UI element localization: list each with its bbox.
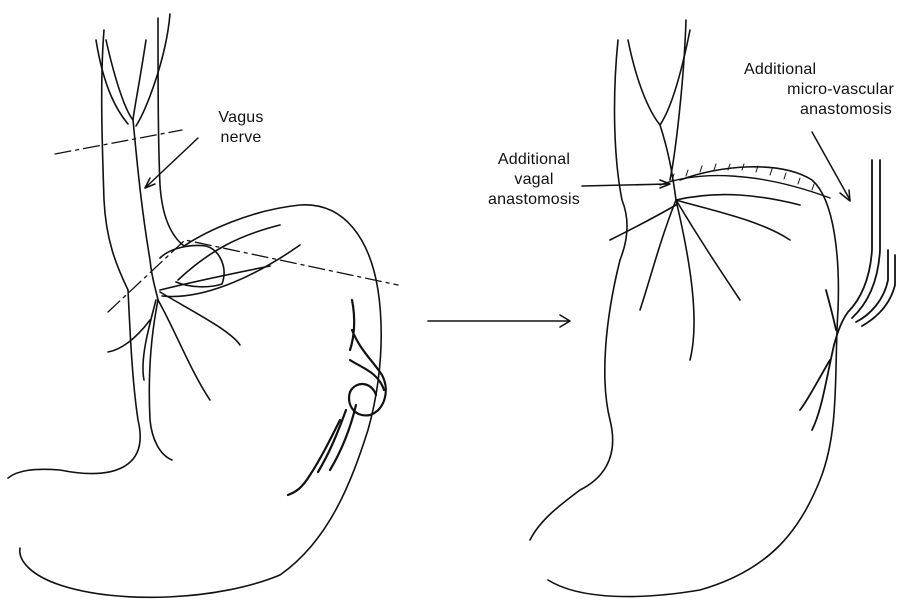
left-gastric-cut-line	[108, 240, 398, 312]
left-vagal-branch-4	[160, 292, 240, 345]
left-vagal-branch-1	[149, 300, 172, 460]
left-vagus-trunk-b	[133, 40, 146, 120]
microvascular-anastomosis-label-line-3: anastomosis	[718, 100, 894, 120]
right-vagal-branch-1	[640, 200, 676, 310]
transition-arrow	[428, 315, 570, 327]
right-esophagus-left-wall	[615, 40, 628, 260]
left-vagus-trunk-a	[106, 40, 158, 300]
right-stomach-lesser-curvature	[530, 260, 620, 540]
left-vascular-pedicle	[288, 300, 386, 495]
right-vagal-branch-5	[610, 205, 676, 240]
left-stomach	[8, 14, 398, 597]
right-stomach-greater-curvature	[548, 167, 838, 597]
vagus-nerve-label-line-1: Vagus	[196, 108, 286, 128]
left-vagus-trunk-c	[96, 40, 128, 124]
vagal-anastomosis-label-line-2: vagal	[468, 170, 600, 190]
right-vagus-trunk-a	[628, 40, 676, 200]
right-vascular-pedicle	[800, 160, 895, 430]
left-esophageal-cut-line	[55, 130, 182, 154]
vagus-nerve-label-line-2: nerve	[196, 128, 286, 148]
microvascular-anastomosis-label-line-2: micro-vascular	[718, 80, 894, 100]
vagal-anastomosis-label: Additional vagal anastomosis	[468, 150, 600, 210]
vagus-nerve-label: Vagus nerve	[196, 108, 286, 148]
vagal-anastomosis-label-line-1: Additional	[468, 150, 600, 170]
microvascular-anastomosis-label-line-1: Additional	[718, 60, 894, 80]
left-vagal-branch-2	[158, 300, 210, 400]
vagus-pointer-line	[145, 138, 198, 188]
microvascular-pointer-line	[812, 132, 850, 200]
right-vagal-branch-3	[676, 200, 790, 240]
left-vagal-branch-6	[162, 245, 300, 297]
left-vagal-branch-8	[178, 225, 280, 280]
microvascular-anastomosis-label: Additional micro-vascular anastomosis	[718, 60, 894, 120]
left-stomach-lesser-curvature	[8, 290, 140, 478]
left-esophagus-left-wall	[102, 30, 128, 290]
right-vagal-branch-6	[676, 195, 800, 205]
left-stomach-greater-curvature	[20, 205, 381, 598]
vagal-anastomosis-label-line-3: anastomosis	[468, 190, 600, 210]
